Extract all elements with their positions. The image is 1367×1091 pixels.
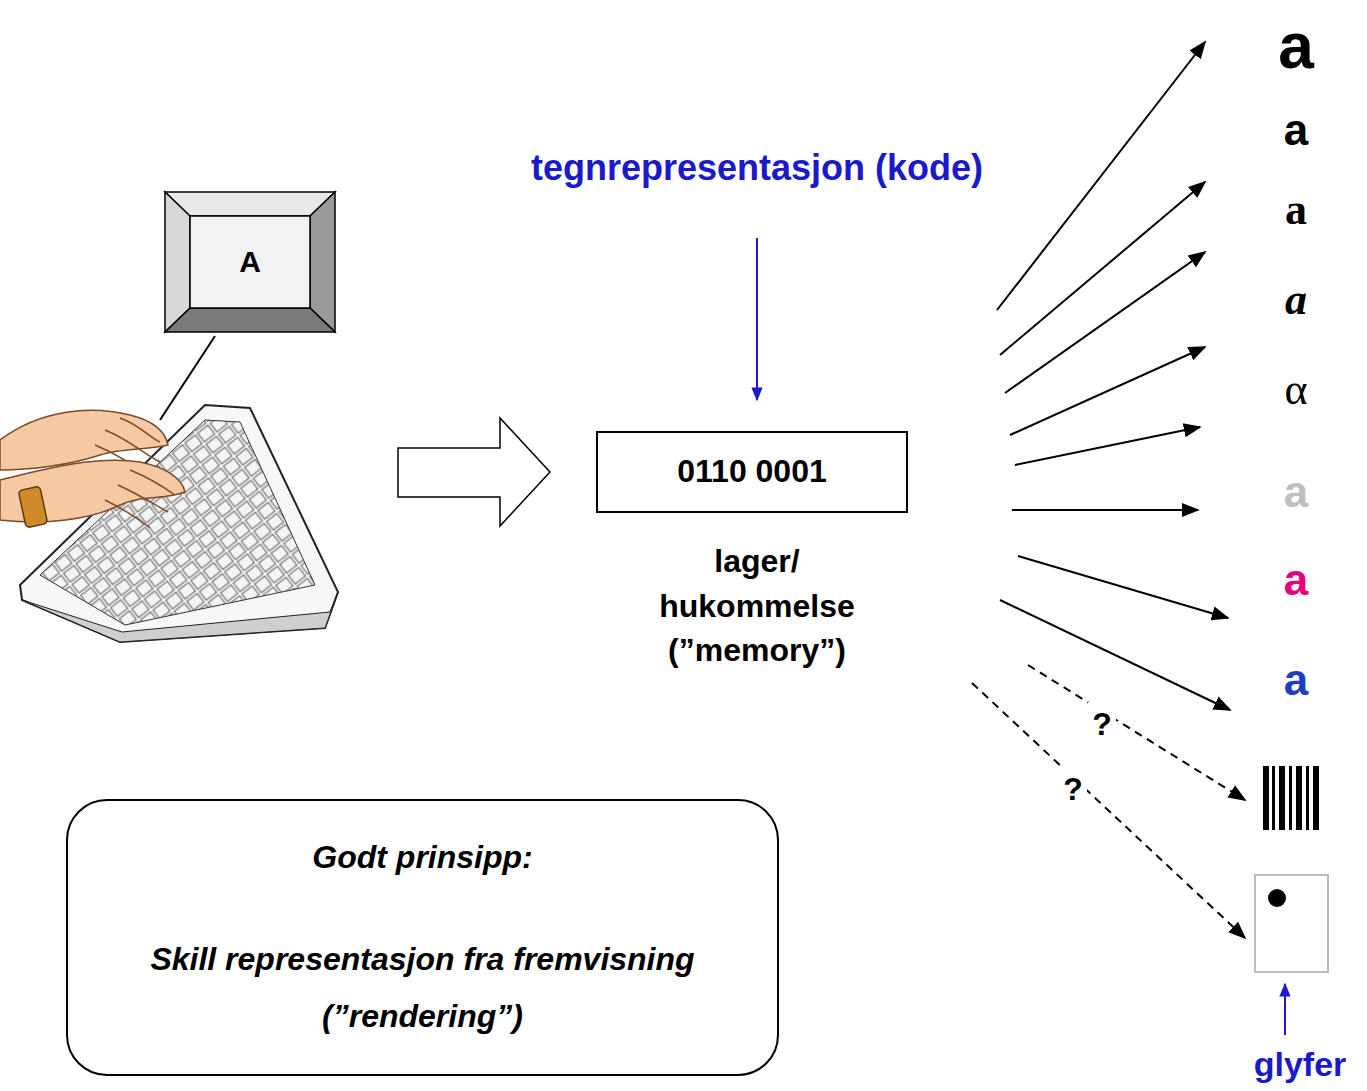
- principle-box-outline: [67, 800, 778, 1075]
- node-text: 0110 0001: [677, 443, 827, 501]
- glyph-sample: α: [1284, 359, 1307, 421]
- dot-glyph: [1255, 875, 1328, 972]
- glyph-sample: a: [1284, 461, 1308, 523]
- key-cap: A: [190, 216, 310, 308]
- code-box-outline: [597, 432, 907, 512]
- code-box: 0110 0001: [597, 432, 907, 512]
- annotation-label: tegnrepresentasjon (kode): [497, 143, 1017, 193]
- question-mark: ?: [1088, 702, 1116, 747]
- rendering-arrows: [972, 42, 1245, 938]
- question-mark: ?: [1059, 767, 1087, 812]
- glyph-caption: glyfer: [1254, 1041, 1347, 1089]
- node-body-text: Skill representasjon fra fremvisning (”r…: [143, 931, 703, 1046]
- barcode-glyph: [1263, 766, 1319, 830]
- glyph-sample: a: [1278, 2, 1314, 92]
- key-bevel: [165, 192, 335, 332]
- principle-box: Godt prinsipp: Skill representasjon fra f…: [67, 800, 778, 1075]
- pointer-arrow: [1284, 984, 1286, 1035]
- glyph-sample: a: [1284, 649, 1308, 711]
- node-text: Godt prinsipp:: [312, 829, 532, 887]
- glyph-sample: a: [1284, 549, 1308, 611]
- memory-label: lager/ hukommelse (”memory”): [637, 539, 877, 673]
- glyph-sample: a: [1285, 269, 1307, 331]
- node-text: A: [239, 235, 261, 289]
- hollow-arrow: [398, 418, 550, 526]
- pointer-arrow: [756, 238, 758, 400]
- glyph-sample: a: [1284, 99, 1308, 161]
- keyboard-illustration: [0, 405, 338, 642]
- glyph-sample: a: [1285, 179, 1307, 241]
